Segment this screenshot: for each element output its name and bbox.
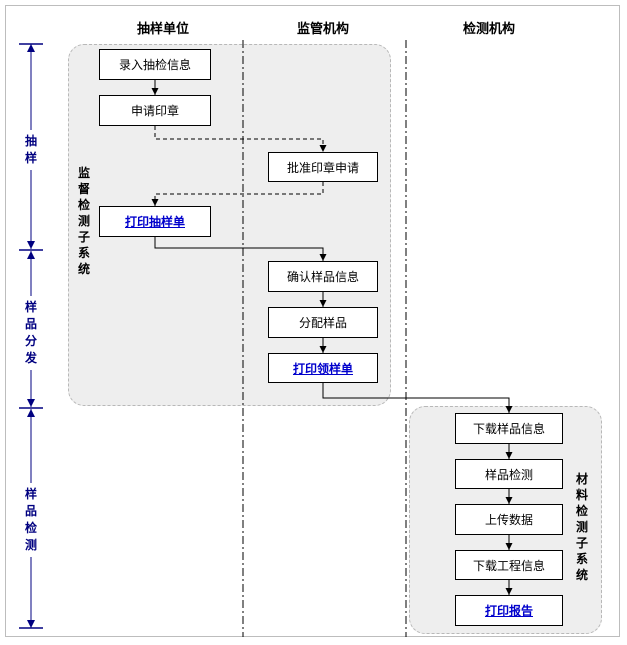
box-assign-samples: 分配样品 xyxy=(268,307,378,338)
print-pickup-form-link[interactable]: 打印领样单 xyxy=(268,353,378,383)
arrow-apply-to-approve xyxy=(154,126,327,152)
box-apply-seal: 申请印章 xyxy=(99,95,211,126)
box-download-sample-info: 下载样品信息 xyxy=(455,413,563,444)
print-report-link[interactable]: 打印报告 xyxy=(455,595,563,626)
box-approve-seal: 批准印章申请 xyxy=(268,152,378,182)
arrow-approve-to-print xyxy=(151,182,324,206)
print-sampling-form-link[interactable]: 打印抽样单 xyxy=(99,206,211,237)
box-enter-sampling-info: 录入抽检信息 xyxy=(99,49,211,80)
box-sample-testing: 样品检测 xyxy=(455,459,563,489)
column-header-testing-agency: 检测机构 xyxy=(463,22,516,37)
arrow-printpickup-to-download xyxy=(322,383,513,413)
phase-label-distribution: 样品分发 xyxy=(24,296,38,370)
phase-label-testing: 样品检测 xyxy=(24,483,38,557)
diagram-frame xyxy=(5,5,620,637)
arrow-print-to-confirm xyxy=(154,237,327,261)
column-header-sampling-unit: 抽样单位 xyxy=(137,22,190,37)
box-confirm-sample-info: 确认样品信息 xyxy=(268,261,378,292)
box-upload-data: 上传数据 xyxy=(455,504,563,535)
column-header-supervision-agency: 监管机构 xyxy=(297,22,350,37)
material-subsystem-label: 材料检测子系统 xyxy=(575,472,588,582)
supervision-subsystem-label: 监督检测子系统 xyxy=(77,166,90,276)
phase-label-sampling: 抽样 xyxy=(24,130,38,170)
box-download-project-info: 下载工程信息 xyxy=(455,550,563,580)
